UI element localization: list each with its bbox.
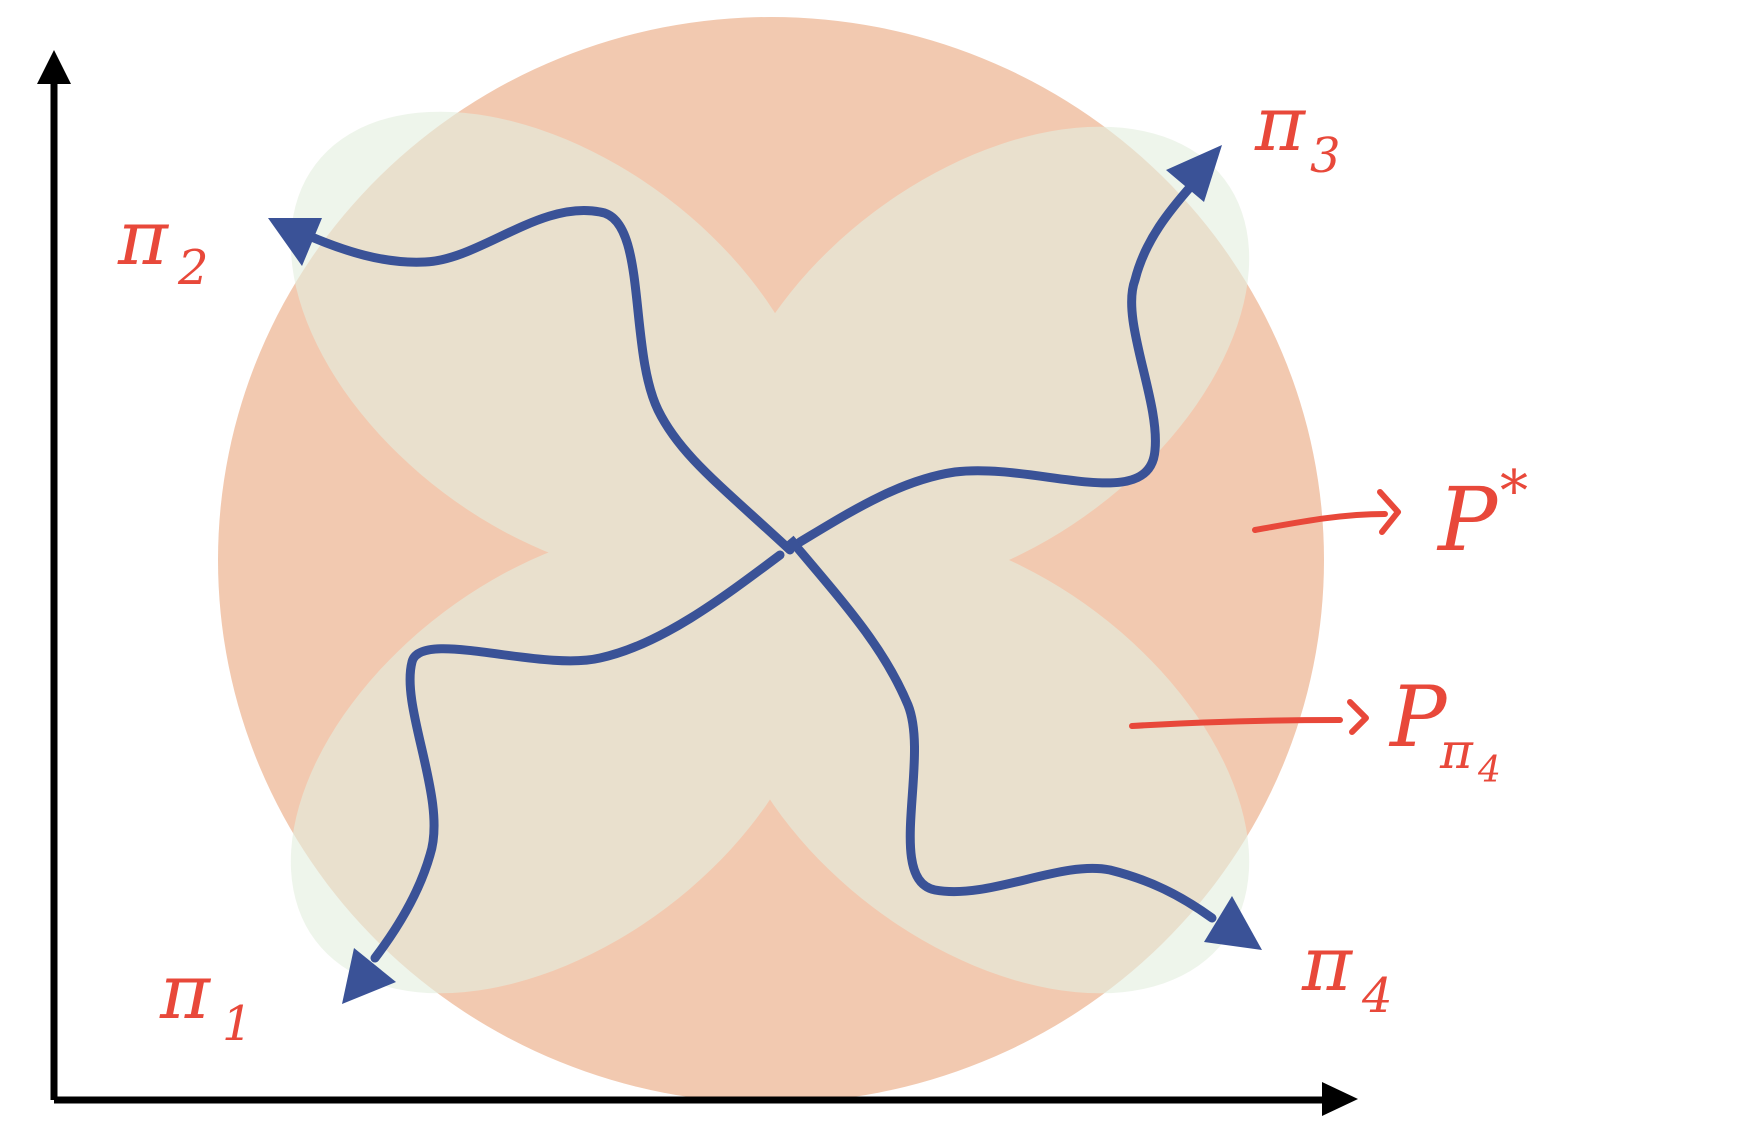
path-pi3: [795, 180, 1197, 547]
policy-ellipse-pi2: [290, 111, 820, 579]
p-star-pointer: [1252, 511, 1388, 533]
annotation-arrows: [1129, 489, 1401, 735]
arrow-pi1: [342, 948, 396, 1004]
axes: [50, 80, 1330, 1104]
path-pi4: [790, 540, 1217, 923]
label-pi2: π: [117, 193, 170, 282]
label-p-pi4: P: [1388, 668, 1448, 766]
policy-ellipse-pi4: [720, 526, 1250, 994]
policy-paths: [295, 180, 1217, 963]
label-p-star: P: [1436, 468, 1499, 571]
label-pi3-subscript: 3: [1310, 128, 1341, 184]
arrow-pi3: [1166, 145, 1222, 202]
label-pi1: π: [159, 947, 212, 1036]
label-p-pi4-subscript-pi: π: [1439, 722, 1474, 780]
center-junction-mark: [781, 535, 799, 553]
path-arrowheads: [268, 145, 1262, 1004]
path-pi1: [370, 550, 785, 963]
label-pi1-subscript: 1: [222, 996, 253, 1052]
label-pi4: π: [1301, 919, 1354, 1008]
label-pi4-subscript: 4: [1361, 968, 1393, 1024]
label-pi3: π: [1254, 79, 1307, 168]
arrow-pi2: [268, 218, 322, 266]
label-p-star-superscript: *: [1500, 459, 1528, 524]
label-pi2-subscript: 2: [177, 240, 209, 296]
x-axis-arrowhead: [1322, 1082, 1358, 1116]
p-pi4-pointer-head: [1347, 699, 1369, 735]
policy-ellipse-pi3: [720, 126, 1250, 594]
p-pi4-pointer: [1129, 717, 1343, 729]
path-pi2: [295, 206, 795, 555]
arrow-pi4: [1204, 896, 1262, 950]
label-p-pi4-subscript-4: 4: [1477, 750, 1501, 791]
y-axis-arrowhead: [37, 50, 71, 84]
p-star-pointer-head: [1377, 489, 1401, 535]
